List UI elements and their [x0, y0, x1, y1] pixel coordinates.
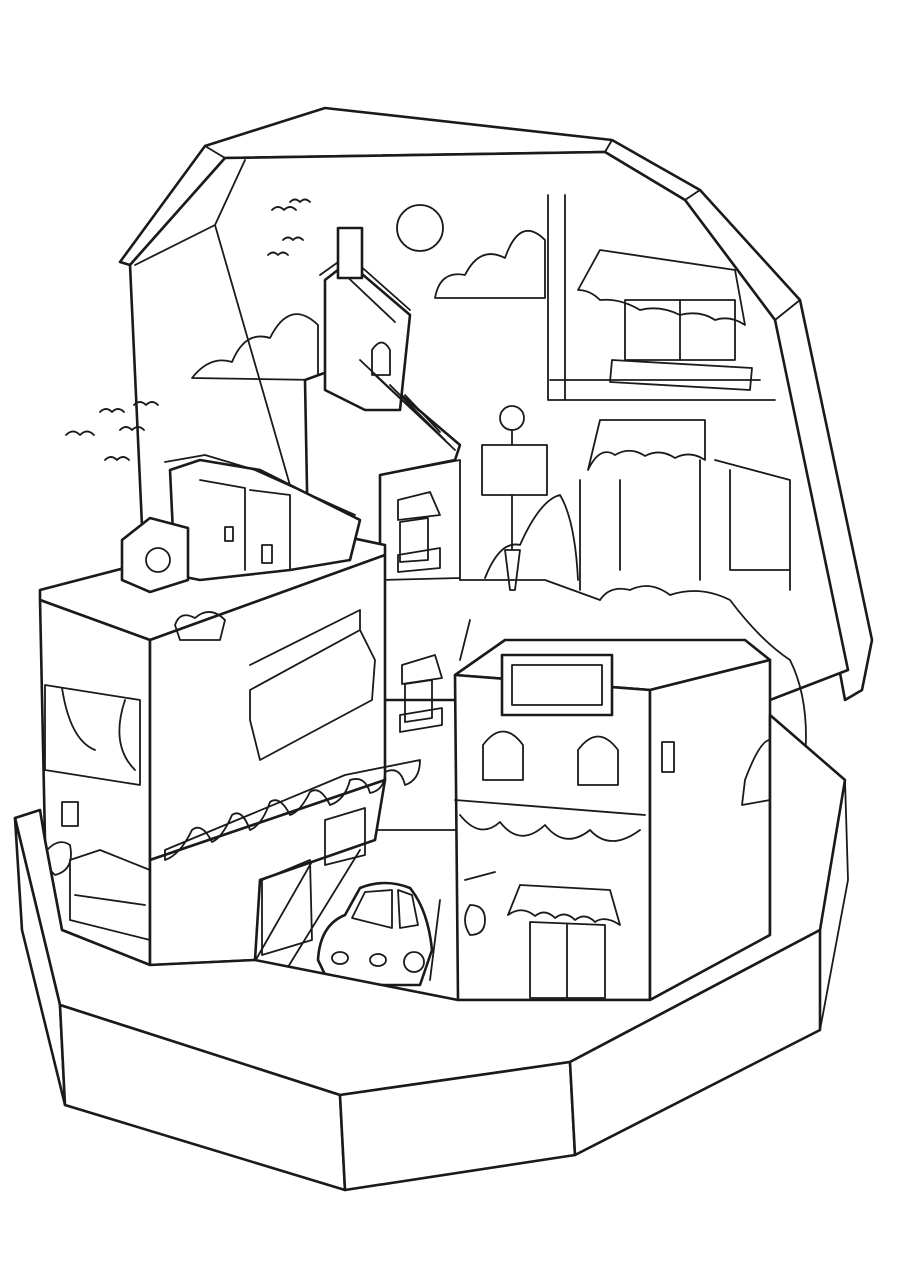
wall-lamp	[464, 871, 496, 936]
birds	[65, 198, 311, 461]
awning	[164, 759, 421, 861]
cloud	[191, 313, 319, 381]
vent	[61, 801, 79, 827]
air-conditioner	[120, 516, 190, 594]
door-handle	[224, 526, 234, 542]
awning	[577, 249, 746, 326]
lamp-post	[504, 429, 521, 591]
shop-door	[529, 921, 606, 999]
meter	[661, 741, 675, 773]
right-shop	[453, 638, 772, 1002]
left-building	[38, 454, 421, 967]
balcony	[39, 841, 151, 941]
chimney	[336, 226, 364, 280]
hedge	[484, 494, 807, 761]
marquee-sign	[500, 653, 614, 717]
awning	[507, 884, 621, 926]
arched-window	[371, 341, 391, 376]
car	[316, 881, 434, 987]
back-building	[481, 194, 807, 761]
door-handle	[261, 544, 273, 564]
string-lights	[454, 799, 646, 842]
window	[397, 491, 441, 573]
door	[261, 807, 366, 956]
window-with-curtains	[44, 684, 141, 786]
sign	[481, 444, 548, 496]
awning	[587, 419, 706, 471]
sky	[65, 198, 546, 461]
sun	[396, 204, 444, 252]
arched-window	[482, 730, 619, 786]
box-base	[13, 713, 849, 1192]
flower-box	[249, 609, 376, 761]
cloud	[434, 229, 546, 299]
potted-plant	[174, 611, 226, 641]
window	[399, 654, 443, 733]
